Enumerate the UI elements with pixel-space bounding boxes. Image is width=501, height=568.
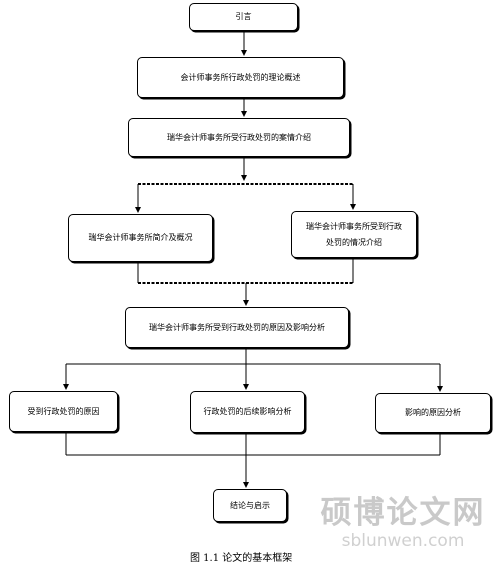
box-penalty-situation: 瑞华会计师事务所受到行政处罚的情况介绍 bbox=[291, 211, 417, 258]
box-analysis: 瑞华会计师事务所受到行政处罚的原因及影响分析 bbox=[125, 307, 349, 348]
box-impact-reasons: 影响的原因分析 bbox=[375, 393, 491, 433]
box-reasons: 受到行政处罚的原因 bbox=[9, 391, 118, 432]
box-followup: 行政处罚的后续影响分析 bbox=[190, 391, 305, 433]
box-conclusion: 结论与启示 bbox=[213, 489, 287, 522]
watermark: 硕博论文网 sblunwen.com bbox=[308, 495, 498, 551]
watermark-chinese: 硕博论文网 bbox=[320, 495, 486, 531]
box-overview: 瑞华会计师事务所简介及概况 bbox=[68, 214, 213, 262]
box-case: 瑞华会计师事务所受行政处罚的案情介绍 bbox=[128, 118, 350, 157]
box-theory: 会计师事务所行政处罚的理论概述 bbox=[137, 57, 344, 98]
watermark-url: sblunwen.com bbox=[341, 531, 465, 551]
box-intro: 引言 bbox=[189, 3, 298, 31]
figure-caption: 图 1.1 论文的基本框架 bbox=[190, 553, 293, 564]
